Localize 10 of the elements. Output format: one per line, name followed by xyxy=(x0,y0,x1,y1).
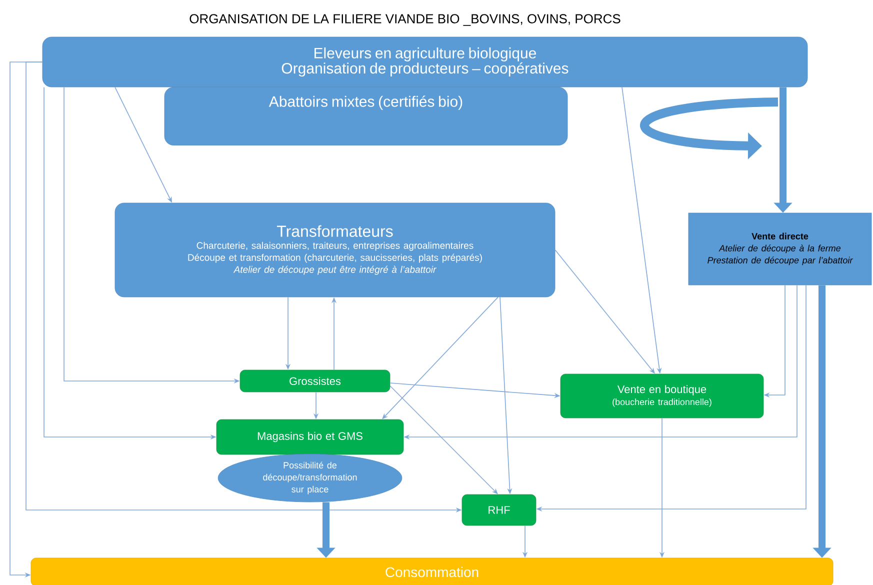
producer-box: Eleveurs en agriculture biologique Organisation de producteurs – coopératives xyxy=(42,36,808,88)
wholesaler-box: Grossistes xyxy=(240,370,390,392)
slaughterhouse-box: Abattoirs mixtes (certifiés bio) xyxy=(164,87,568,146)
shop-box: Vente en boutique (boucherie traditionnelle) xyxy=(560,374,764,418)
processor-box: Transformateurs Charcuterie, salaisonniers, traiteurs, entreprises agroalimentaires Découpe et transformation (charcuterie, saucisseries, plats préparés) Atelier de découpe peut être intégré à l’abattoir xyxy=(114,202,556,298)
consumption-box: Consommation xyxy=(30,558,834,585)
restaurant-box: RHF xyxy=(462,494,536,526)
direct-sale-box: Vente directe Atelier de découpe à la ferme Prestation de découpe par l’abattoir xyxy=(688,212,872,286)
store-box: Magasins bio et GMS xyxy=(216,419,404,455)
title: ORGANISATION DE LA FILIERE VIANDE BIO _BOVINS, OVINS, PORCS xyxy=(190,14,620,26)
